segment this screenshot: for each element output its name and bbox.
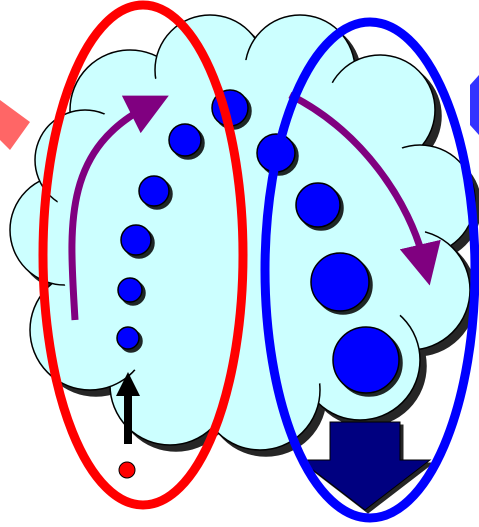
- dot-4: [139, 176, 169, 206]
- dot-3: [121, 225, 151, 255]
- dot-5: [169, 124, 201, 156]
- side-arrow-left-icon: [0, 100, 30, 150]
- dot-1: [117, 327, 139, 349]
- side-arrow-right-icon: [470, 75, 479, 135]
- dot-2: [118, 278, 142, 302]
- seed-dot: [119, 462, 135, 478]
- dot-9: [311, 253, 369, 311]
- dot-8: [296, 183, 340, 227]
- dot-10: [333, 327, 399, 393]
